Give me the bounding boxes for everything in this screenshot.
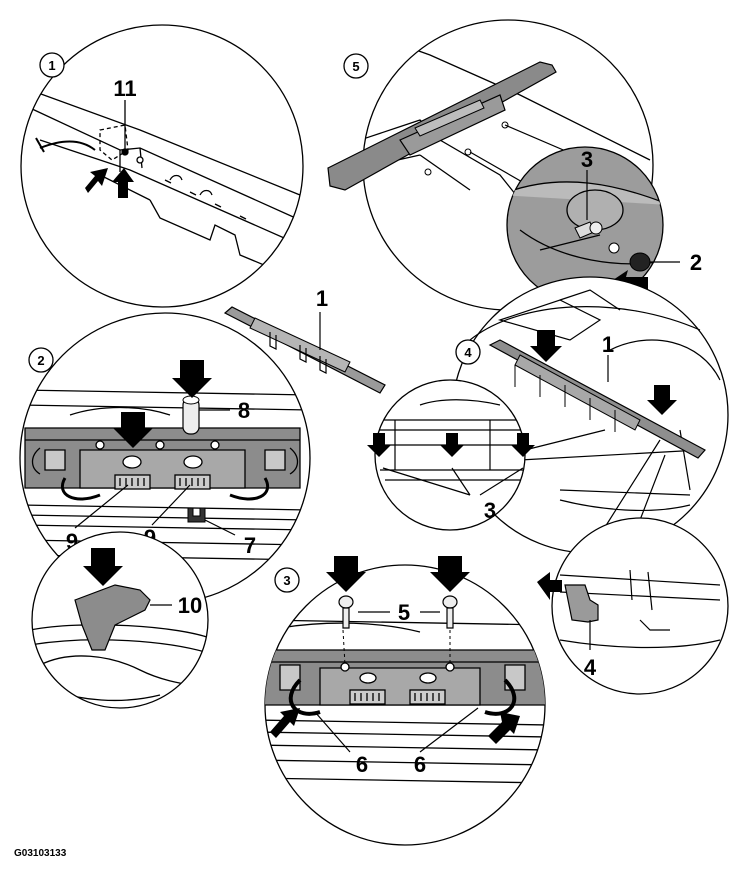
callout-6-right: 6 bbox=[414, 752, 426, 777]
step-1-label: 1 bbox=[48, 58, 55, 73]
detail-2: 2 8 9 9 7 bbox=[19, 312, 311, 604]
callout-3-top: 3 bbox=[581, 147, 593, 172]
callout-3-mid: 3 bbox=[484, 498, 496, 523]
callout-1-center: 1 bbox=[316, 286, 328, 311]
callout-11: 11 bbox=[113, 76, 136, 101]
detail-1: 1 11 bbox=[20, 24, 304, 308]
callout-2-right: 2 bbox=[690, 250, 702, 275]
callout-1-right: 1 bbox=[602, 332, 614, 357]
callout-6-left: 6 bbox=[356, 752, 368, 777]
callout-8: 8 bbox=[238, 398, 250, 423]
detail-screws-inset: 3 bbox=[367, 379, 606, 531]
center-handle: 1 bbox=[223, 286, 386, 394]
callout-4: 4 bbox=[584, 655, 597, 680]
step-4-label: 4 bbox=[464, 345, 472, 360]
detail-3: 3 5 6 6 bbox=[264, 556, 546, 846]
step-5-label: 5 bbox=[352, 59, 359, 74]
step-3-label: 3 bbox=[283, 573, 290, 588]
detail-clip-inset: 4 bbox=[537, 517, 729, 695]
step-2-label: 2 bbox=[37, 353, 44, 368]
callout-10: 10 bbox=[178, 593, 202, 618]
callout-7: 7 bbox=[244, 533, 256, 558]
detail-4: 4 1 bbox=[451, 276, 729, 554]
detail-5: 5 3 2 bbox=[327, 19, 702, 311]
callout-5: 5 bbox=[398, 600, 410, 625]
figure-code: G03103133 bbox=[14, 848, 67, 859]
